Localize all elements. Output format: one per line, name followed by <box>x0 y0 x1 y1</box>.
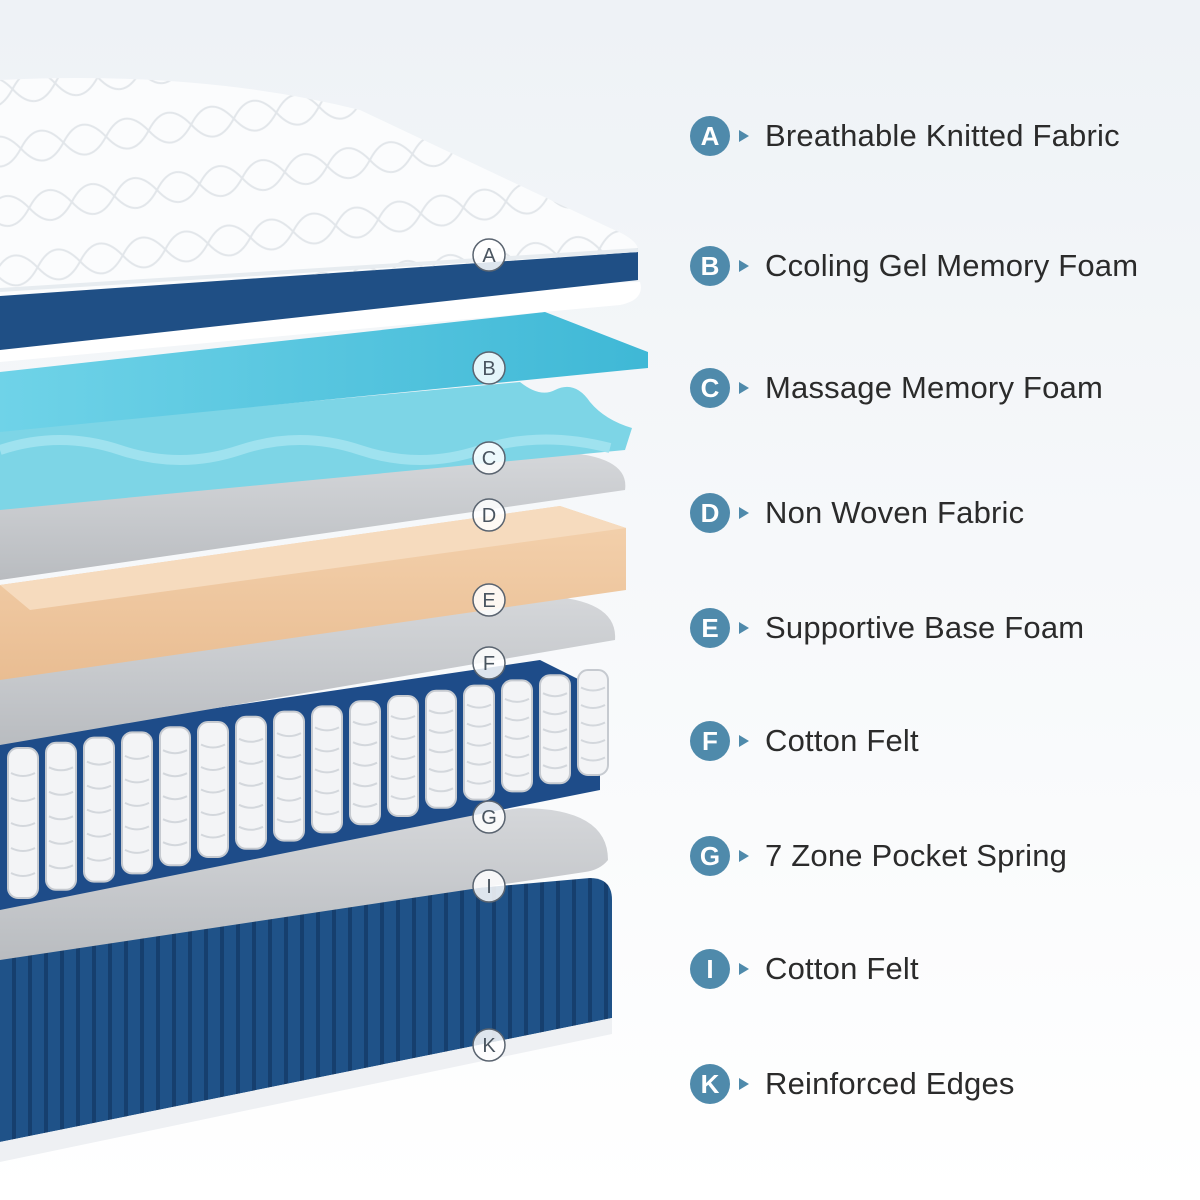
legend-item-k: K Reinforced Edges <box>690 1062 1015 1106</box>
legend-label: Cotton Felt <box>765 951 919 986</box>
layer-marker-letter: D <box>482 505 496 527</box>
layer-marker-letter: F <box>483 653 495 675</box>
layer-marker-a: A <box>472 238 506 272</box>
layer-marker-e: E <box>472 583 506 617</box>
layer-marker-f: F <box>472 646 506 680</box>
legend-item-b: B Ccoling Gel Memory Foam <box>690 244 1138 288</box>
legend-badge: F <box>690 721 730 761</box>
spring-coil <box>463 684 495 801</box>
layer-marker-k: K <box>472 1028 506 1062</box>
layer-marker-i: I <box>472 869 506 903</box>
legend-item-g: G 7 Zone Pocket Spring <box>690 834 1067 878</box>
arrow-right-icon <box>739 850 749 862</box>
spring-coil <box>45 741 77 891</box>
spring-coil <box>235 715 267 850</box>
layer-g-pocket-springs <box>0 660 609 910</box>
legend-label: Supportive Base Foam <box>765 610 1085 645</box>
legend-item-f: F Cotton Felt <box>690 719 919 763</box>
spring-coil <box>577 669 609 776</box>
spring-coil <box>197 721 229 858</box>
spring-coil <box>501 679 533 793</box>
legend-item-e: E Supportive Base Foam <box>690 606 1084 650</box>
legend-label: Ccoling Gel Memory Foam <box>765 248 1139 283</box>
layer-k-reinforced-edges <box>0 878 612 1162</box>
arrow-right-icon <box>739 963 749 975</box>
layer-marker-letter: B <box>482 358 495 380</box>
legend-badge: K <box>690 1064 730 1104</box>
legend-badge: A <box>690 116 730 156</box>
legend-item-a: A Breathable Knitted Fabric <box>690 114 1120 158</box>
spring-coil <box>273 710 305 842</box>
legend-label: 7 Zone Pocket Spring <box>765 838 1068 873</box>
layer-marker-d: D <box>472 498 506 532</box>
legend-item-i: I Cotton Felt <box>690 947 919 991</box>
layer-marker-letter: I <box>486 876 492 898</box>
legend-badge: I <box>690 949 730 989</box>
arrow-right-icon <box>739 382 749 394</box>
spring-coil <box>7 747 39 899</box>
spring-coil <box>425 689 457 809</box>
legend-badge: C <box>690 368 730 408</box>
spring-coil <box>83 736 115 883</box>
spring-coil <box>159 726 191 867</box>
layer-b-gel-foam <box>0 312 648 432</box>
layer-e-base-foam <box>0 506 626 680</box>
arrow-right-icon <box>739 130 749 142</box>
spring-coil <box>349 700 381 826</box>
arrow-right-icon <box>739 1078 749 1090</box>
layer-a-knitted-top <box>0 78 641 362</box>
legend-item-d: D Non Woven Fabric <box>690 491 1024 535</box>
legend-label: Massage Memory Foam <box>765 370 1104 405</box>
spring-coil <box>539 674 571 785</box>
arrow-right-icon <box>739 507 749 519</box>
arrow-right-icon <box>739 622 749 634</box>
legend-badge: B <box>690 246 730 286</box>
legend-label: Breathable Knitted Fabric <box>765 118 1120 153</box>
layer-marker-letter: C <box>482 448 496 470</box>
legend-label: Cotton Felt <box>765 723 919 758</box>
layer-marker-c: C <box>472 441 506 475</box>
spring-coil <box>387 695 419 817</box>
layer-marker-b: B <box>472 351 506 385</box>
layer-f-cotton-felt <box>0 596 616 745</box>
layer-marker-letter: K <box>482 1035 496 1057</box>
spring-coil <box>121 731 153 875</box>
layer-i-cotton-felt <box>0 808 608 960</box>
legend-badge: D <box>690 493 730 533</box>
legend-badge: G <box>690 836 730 876</box>
layer-marker-g: G <box>472 800 506 834</box>
layer-d-non-woven-fabric <box>0 452 626 580</box>
layer-marker-letter: E <box>482 590 495 612</box>
legend-label: Non Woven Fabric <box>765 495 1025 530</box>
arrow-right-icon <box>739 260 749 272</box>
legend-item-c: C Massage Memory Foam <box>690 366 1103 410</box>
arrow-right-icon <box>739 735 749 747</box>
layer-marker-letter: A <box>482 245 496 267</box>
legend-label: Reinforced Edges <box>765 1066 1015 1101</box>
layer-marker-letter: G <box>481 807 497 829</box>
legend-badge: E <box>690 608 730 648</box>
spring-coil <box>311 705 343 834</box>
